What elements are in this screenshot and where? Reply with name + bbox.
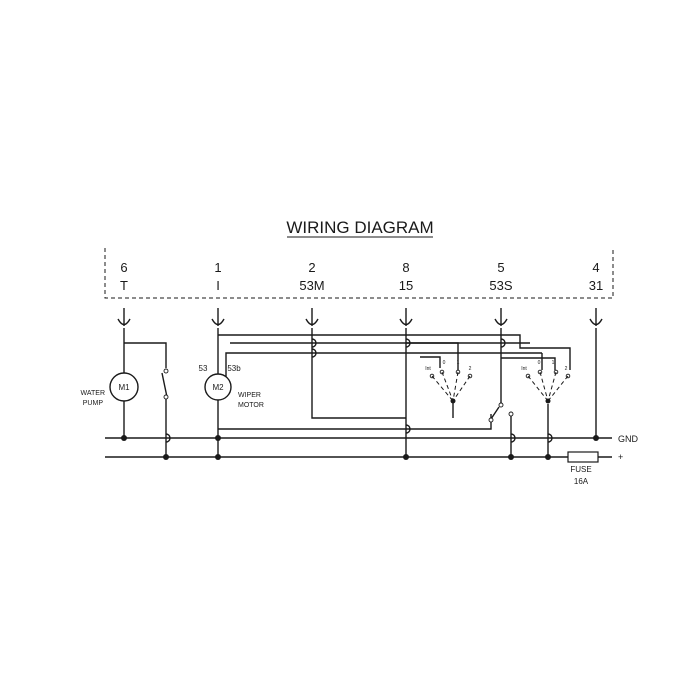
water-pump-circuit: M1 WATER PUMP	[81, 328, 171, 457]
terminal-8: 8 15	[399, 260, 413, 293]
terminal-1: 1 I	[214, 260, 221, 293]
water-pump-label-1: WATER	[81, 390, 106, 397]
wiper-motor-circuit: M2 53 53b WIPER MOTOR	[199, 328, 543, 457]
fuse-icon	[567, 451, 599, 463]
wiper-pin-right: 53b	[227, 364, 241, 373]
fuse-rating: 16A	[574, 477, 589, 486]
water-pump-motor-icon	[109, 372, 139, 402]
wiper-pin-left: 53	[199, 364, 208, 373]
terminal-code: 53S	[489, 278, 512, 293]
switch-b-pos-int: Int	[521, 366, 527, 372]
fuse: FUSE 16A	[567, 451, 599, 486]
relay-contact	[488, 402, 514, 423]
wiper-motor-icon	[204, 373, 232, 401]
switch-b-pos-1: 1	[552, 360, 555, 366]
wiper-motor-label-2: MOTOR	[238, 402, 264, 409]
pin-1	[211, 308, 225, 326]
switch-a-pos-int: Int	[425, 366, 431, 372]
pin-6	[117, 308, 131, 326]
terminal-number: 4	[592, 260, 599, 275]
pump-switch-blade	[161, 372, 168, 398]
rotary-switch-b: Int 0 1 2	[521, 360, 571, 404]
terminal-number: 1	[214, 260, 221, 275]
terminal-code: T	[120, 278, 128, 293]
switch-a-pos-1: 1	[457, 360, 460, 366]
terminal-code: I	[216, 278, 220, 293]
pin-8	[399, 308, 413, 326]
terminal-pins	[117, 308, 603, 326]
diagram-title: WIRING DIAGRAM	[286, 218, 433, 237]
junction-dots	[121, 435, 599, 460]
terminal-code: 15	[399, 278, 413, 293]
pin-2	[305, 308, 319, 326]
terminal-6: 6 T	[120, 260, 128, 293]
terminal-number: 8	[402, 260, 409, 275]
terminal-code: 31	[589, 278, 603, 293]
water-pump-label-2: PUMP	[83, 400, 104, 407]
terminal-number: 5	[497, 260, 504, 275]
terminal-2: 2 53M	[299, 260, 324, 293]
rotary-switch-a: Int 0 1 2	[425, 360, 473, 404]
pin-4	[589, 308, 603, 326]
terminal-4: 4 31	[589, 260, 603, 293]
switch-b-pos-2: 2	[565, 366, 568, 372]
pin-5	[494, 308, 508, 326]
switch-b-pos-0: 0	[538, 360, 541, 366]
terminal-code: 53M	[299, 278, 324, 293]
switch-a-pos-0: 0	[443, 360, 446, 366]
terminal-number: 2	[308, 260, 315, 275]
switch-a-pos-2: 2	[469, 366, 472, 372]
terminal-number: 6	[120, 260, 127, 275]
water-pump-id: M1	[118, 383, 130, 392]
fuse-label: FUSE	[570, 465, 591, 474]
wiper-motor-id: M2	[212, 383, 224, 392]
wiper-motor-label-1: WIPER	[238, 392, 261, 399]
connector-housing	[104, 248, 614, 299]
plus-label: +	[618, 452, 623, 462]
terminal-5: 5 53S	[489, 260, 512, 293]
crossovers	[311, 338, 553, 443]
gnd-label: GND	[618, 434, 639, 444]
